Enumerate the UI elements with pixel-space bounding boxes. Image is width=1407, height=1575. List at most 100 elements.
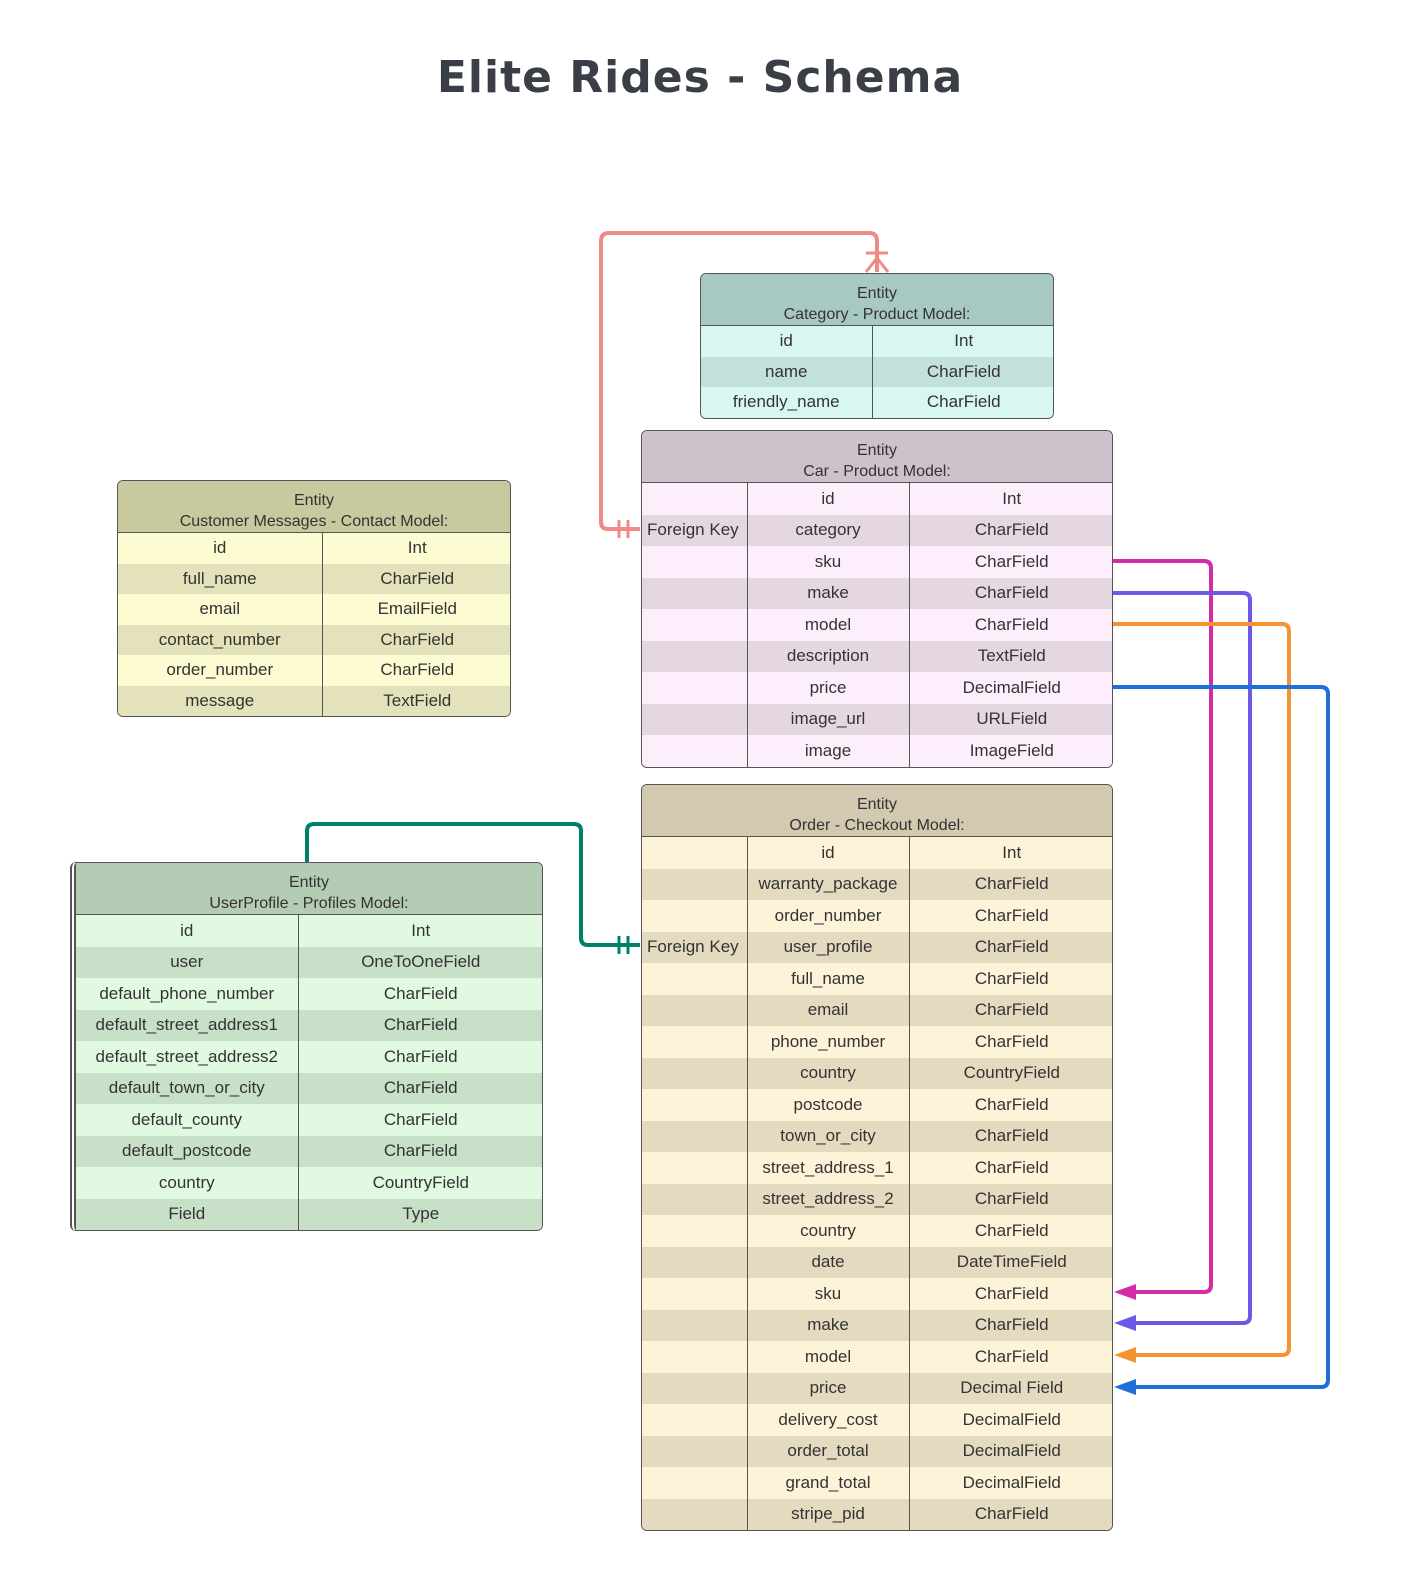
- field-type-cell: CharField: [383, 1015, 458, 1035]
- field-field-cell: price: [747, 672, 910, 704]
- field-field-cell: default_street_address2: [76, 1041, 299, 1073]
- field-type-cell: CharField: [974, 968, 1049, 988]
- field-type-cell: CharField: [974, 1157, 1049, 1177]
- field-field-cell: Field: [76, 1198, 299, 1230]
- field-field-cell: id: [118, 533, 323, 564]
- field-row[interactable]: make CharField: [642, 1309, 1112, 1341]
- field-type-cell: DecimalField: [962, 1409, 1061, 1429]
- entity-label: Entity: [288, 874, 329, 891]
- field-type-cell: CharField: [974, 937, 1049, 957]
- field-key-cell: [642, 1341, 748, 1373]
- field-field-cell: make: [747, 1309, 910, 1341]
- entity-label: Entity: [856, 442, 897, 459]
- field-field-cell: country: [747, 1215, 910, 1247]
- field-key-cell: [642, 1057, 748, 1089]
- field-key-cell: [642, 1467, 748, 1499]
- field-key-cell: [642, 640, 748, 672]
- field-type-cell: DecimalField: [962, 677, 1061, 697]
- entity-label: Entity: [293, 492, 334, 509]
- field-key-cell: [642, 703, 748, 735]
- field-row[interactable]: default_street_address1 CharField: [76, 1009, 542, 1041]
- field-type-cell: OneToOneField: [361, 952, 481, 972]
- field-type-cell: CharField: [974, 551, 1049, 571]
- field-key-cell: Foreign Key: [642, 514, 748, 546]
- field-row[interactable]: price DecimalField: [642, 672, 1112, 704]
- field-field-cell: warranty_package: [747, 868, 910, 900]
- connector-make: [1113, 591, 1252, 1325]
- field-type-cell: Decimal Field: [960, 1378, 1064, 1398]
- field-type-cell: Int: [1002, 842, 1022, 862]
- field-field-cell: name: [701, 356, 873, 387]
- field-field-cell: image_url: [747, 703, 910, 735]
- field-type-cell: CharField: [383, 1141, 458, 1161]
- arrowhead: [1114, 1379, 1136, 1395]
- field-field-cell: contact_number: [118, 624, 323, 655]
- field-field-cell: default_town_or_city: [76, 1072, 299, 1104]
- field-type-cell: CharField: [974, 1315, 1049, 1335]
- field-field-cell: email: [747, 994, 910, 1026]
- field-type-cell: CharField: [974, 1126, 1049, 1146]
- field-key-cell: [642, 1215, 748, 1247]
- field-key-cell: [642, 900, 748, 932]
- arrowhead: [1114, 1315, 1136, 1331]
- field-field-cell: model: [747, 1341, 910, 1373]
- field-field-cell: email: [118, 594, 323, 625]
- field-field-cell: country: [76, 1167, 299, 1199]
- field-field-cell: default_street_address1: [76, 1009, 299, 1041]
- field-field-cell: id: [701, 326, 873, 357]
